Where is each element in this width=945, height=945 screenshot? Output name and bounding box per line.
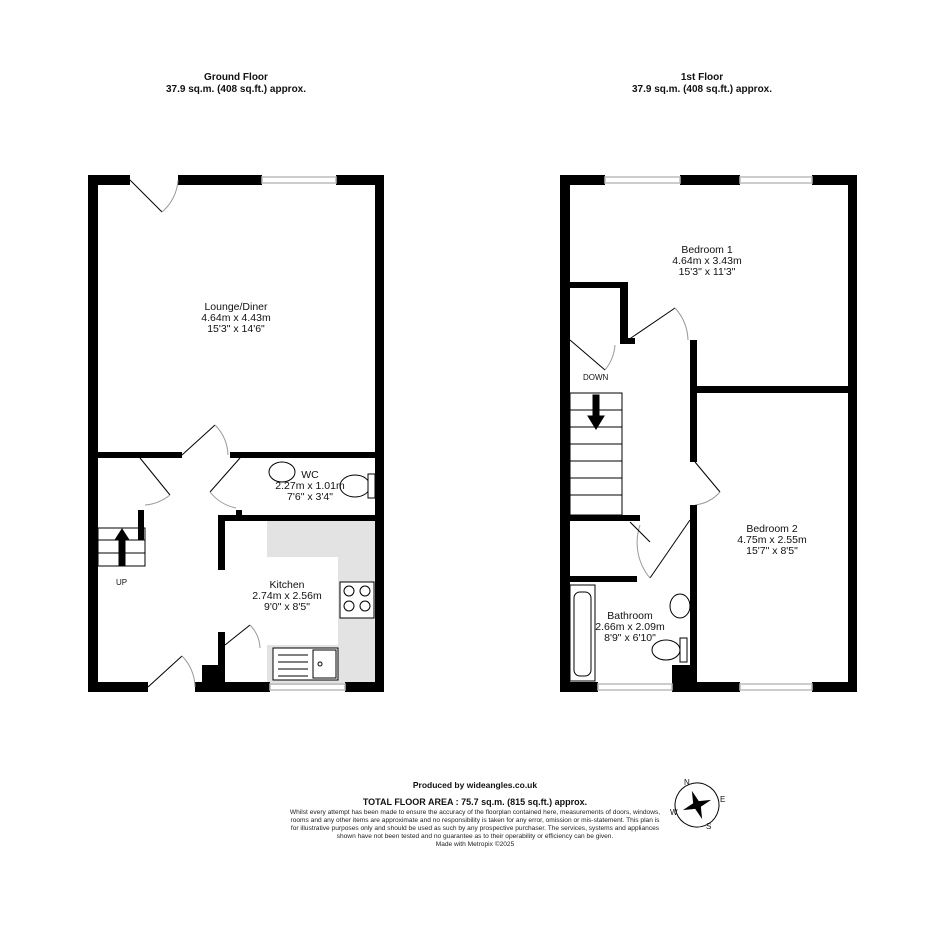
- ground-stairs: [97, 527, 146, 567]
- room-name: Bedroom 2: [746, 523, 798, 535]
- ground-floor-title: Ground Floor: [204, 72, 268, 83]
- first-floor-walls: [560, 175, 857, 692]
- room-name: Kitchen: [269, 579, 305, 591]
- compass-e: E: [720, 795, 726, 804]
- doors: [129, 179, 721, 688]
- room-name: WC: [301, 469, 319, 481]
- room-metric: 2.66m x 2.09m: [595, 621, 665, 633]
- ground-floor-walls: [88, 175, 384, 692]
- room-imperial: 7'6" x 3'4": [287, 491, 333, 503]
- total-floor-area: TOTAL FLOOR AREA : 75.7 sq.m. (815 sq.ft…: [362, 797, 588, 807]
- compass-s: S: [706, 822, 712, 831]
- room-kitchen: Kitchen 2.74m x 2.56m 9'0" x 8'5": [217, 580, 357, 613]
- room-bedroom-1: Bedroom 1 4.64m x 3.43m 15'3" x 11'3": [637, 245, 777, 278]
- room-imperial: 15'3" x 11'3": [678, 266, 736, 278]
- room-imperial: 15'7" x 8'5": [746, 545, 798, 557]
- room-bedroom-2: Bedroom 2 4.75m x 2.55m 15'7" x 8'5": [702, 524, 842, 557]
- disclaimer: Whilst every attempt has been made to en…: [289, 809, 661, 840]
- room-name: Lounge/Diner: [204, 301, 268, 313]
- first-stairs: [569, 392, 623, 516]
- room-metric: 2.27m x 1.01m: [275, 480, 345, 492]
- first-floor-title: 1st Floor: [680, 72, 724, 83]
- ground-floor-area: 37.9 sq.m. (408 sq.ft.) approx.: [165, 84, 307, 95]
- compass-n: N: [684, 778, 690, 787]
- stairs-up-label: UP: [116, 578, 128, 587]
- compass-w: W: [670, 808, 678, 817]
- kitchen-appliances: [272, 581, 375, 681]
- room-lounge-diner: Lounge/Diner 4.64m x 4.43m 15'3" x 14'6": [166, 302, 306, 335]
- room-wc: WC 2.27m x 1.01m 7'6" x 3'4": [240, 470, 380, 503]
- first-floor-header: 1st Floor 37.9 sq.m. (408 sq.ft.) approx…: [582, 72, 822, 96]
- bathroom-fixtures: [569, 584, 691, 682]
- producer: Produced by wideangles.co.uk: [412, 780, 538, 790]
- room-metric: 2.74m x 2.56m: [252, 590, 322, 602]
- room-imperial: 9'0" x 8'5": [264, 601, 310, 613]
- stairs-down-label: DOWN: [583, 373, 609, 382]
- room-imperial: 8'9" x 6'10": [604, 632, 656, 644]
- footer: Produced by wideangles.co.uk TOTAL FLOOR…: [280, 780, 670, 849]
- room-metric: 4.64m x 4.43m: [201, 312, 271, 324]
- ground-floor-header: Ground Floor 37.9 sq.m. (408 sq.ft.) app…: [116, 72, 356, 96]
- first-windows: [597, 176, 813, 691]
- room-name: Bedroom 1: [681, 244, 733, 256]
- ground-windows: [261, 176, 346, 691]
- room-metric: 4.64m x 3.43m: [672, 255, 742, 267]
- wc-fixtures: [268, 461, 376, 499]
- first-floor-area: 37.9 sq.m. (408 sq.ft.) approx.: [631, 84, 773, 95]
- made-with: Made with Metropix ©2025: [435, 841, 515, 848]
- room-metric: 4.75m x 2.55m: [737, 534, 807, 546]
- room-imperial: 15'3" x 14'6": [207, 323, 265, 335]
- room-bathroom: Bathroom 2.66m x 2.09m 8'9" x 6'10": [560, 611, 700, 644]
- room-name: Bathroom: [607, 610, 653, 622]
- compass-icon: [674, 782, 720, 828]
